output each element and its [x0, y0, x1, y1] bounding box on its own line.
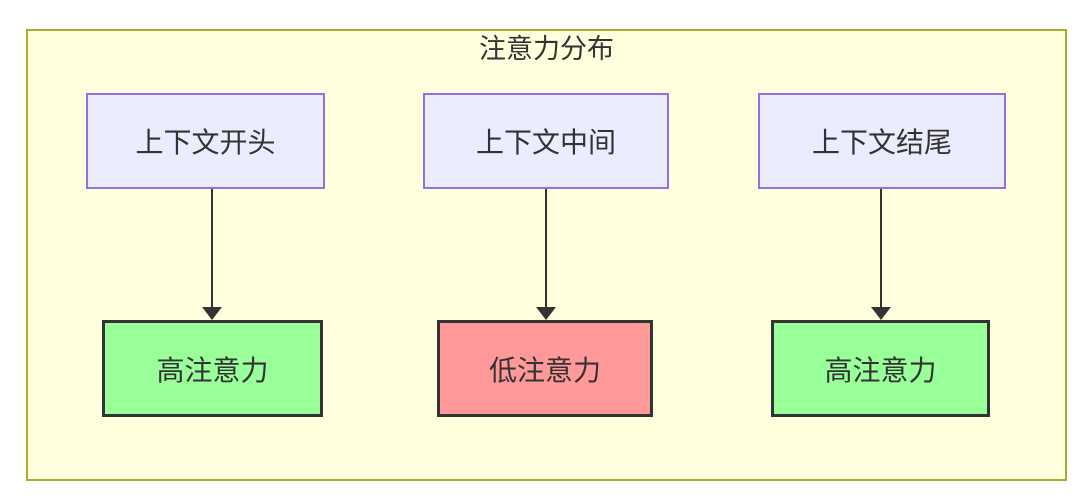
- node-high-attention-2: 高注意力: [771, 320, 990, 417]
- node-label: 上下文结尾: [811, 127, 952, 158]
- arrow-middle-to-low: [545, 189, 547, 307]
- node-low-attention: 低注意力: [437, 320, 653, 417]
- arrowhead-down-icon: [536, 307, 556, 320]
- node-high-attention-1: 高注意力: [102, 320, 323, 417]
- arrowhead-down-icon: [871, 307, 891, 320]
- node-context-middle: 上下文中间: [423, 93, 669, 189]
- node-context-beginning: 上下文开头: [86, 93, 325, 189]
- arrowhead-down-icon: [202, 307, 222, 320]
- subgraph-title: 注意力分布: [479, 34, 614, 64]
- subgraph-attention-distribution: 注意力分布 上下文开头 上下文中间 上下文结尾 高注意力 低注意力 高注意力: [26, 29, 1067, 481]
- arrow-end-to-high: [880, 189, 882, 307]
- node-label: 高注意力: [824, 354, 937, 386]
- node-context-end: 上下文结尾: [758, 93, 1006, 189]
- node-label: 低注意力: [488, 354, 601, 386]
- node-label: 上下文开头: [135, 127, 276, 158]
- node-label: 高注意力: [156, 354, 269, 386]
- arrow-beginning-to-high: [211, 189, 213, 307]
- node-label: 上下文中间: [475, 127, 616, 158]
